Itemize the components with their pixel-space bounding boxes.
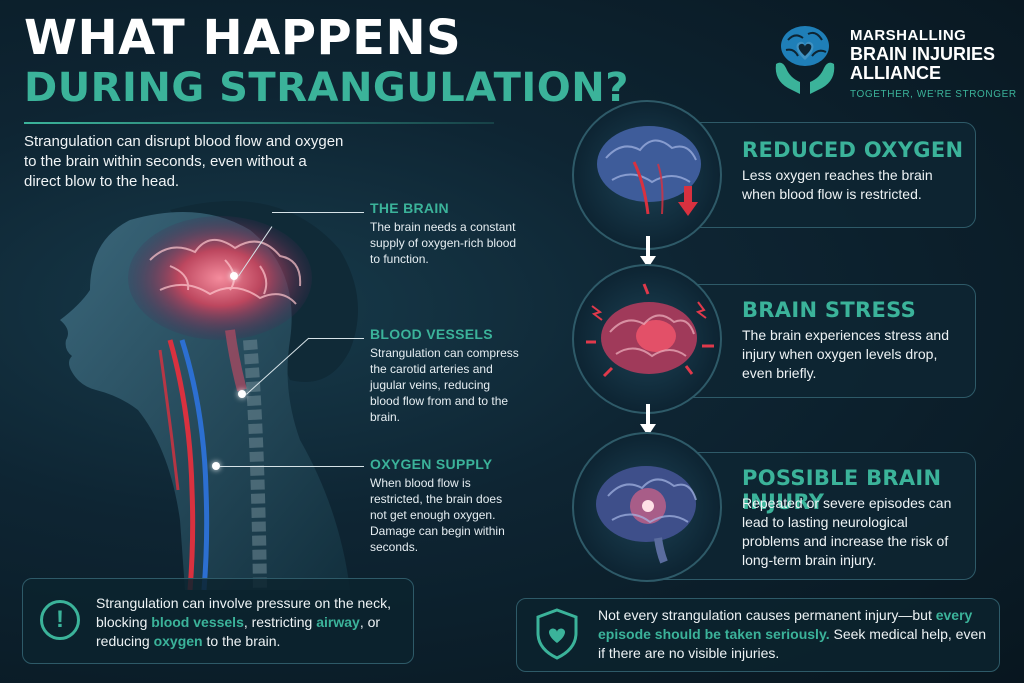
note-highlight: every episode should be taken seriously. xyxy=(598,607,973,642)
step-possible-injury-title: POSSIBLE BRAIN INJURY xyxy=(742,466,942,514)
info-text-a: Strangulation can involve pressure on th… xyxy=(96,595,391,630)
brain-injury-icon xyxy=(572,432,722,582)
info-text-d: to the brain. xyxy=(202,633,281,649)
callout-oxygen-supply: OXYGEN SUPPLY When blood flow is restric… xyxy=(370,456,520,555)
info-highlight-airway: airway xyxy=(316,614,360,630)
warning-info-box xyxy=(22,578,414,664)
head-neck-illustration xyxy=(20,190,380,591)
brain-marker xyxy=(230,272,238,280)
title-divider xyxy=(24,122,494,124)
page-title-line1: WHAT HAPPENS xyxy=(24,10,462,66)
brain-stress-icon xyxy=(572,264,722,414)
note-text-a: Not every strangulation causes permanent… xyxy=(598,607,936,623)
note-text-b: Seek medical help, even if there are no … xyxy=(598,626,987,661)
warning-info-text: Strangulation can involve pressure on th… xyxy=(96,594,406,651)
callout-oxygen-text: When blood flow is restricted, the brain… xyxy=(370,476,505,554)
step-possible-injury-text: Repeated or severe episodes can lead to … xyxy=(742,495,952,568)
oxygen-marker xyxy=(212,462,220,470)
exclamation-icon: ! xyxy=(40,600,80,640)
info-text-b: , restricting xyxy=(243,614,317,630)
intro-text: Strangulation can disrupt blood flow and… xyxy=(24,133,344,190)
info-text-c: , or reducing xyxy=(96,614,381,649)
info-highlight-vessels: blood vessels xyxy=(151,614,244,630)
logo-wordmark: MARSHALLING BRAIN INJURIES ALLIANCE TOGE… xyxy=(850,26,1017,104)
step-brain-stress-title: BRAIN STRESS xyxy=(742,298,916,322)
page-title-line2: DURING STRANGULATION? xyxy=(24,65,629,111)
brain-heart-hands-icon xyxy=(770,18,840,98)
vessels-leader-horizontal xyxy=(308,338,364,339)
callout-brain: THE BRAIN The brain needs a constant sup… xyxy=(370,200,520,267)
shield-heart-icon xyxy=(534,607,580,661)
logo-line1: MARSHALLING xyxy=(850,27,967,44)
step-brain-stress-text: The brain experiences stress and injury … xyxy=(742,327,949,381)
callout-vessels-title: BLOOD VESSELS xyxy=(370,326,493,342)
logo-tagline: TOGETHER, WE'RE STRONGER xyxy=(850,89,1017,100)
down-arrow-icon-2 xyxy=(640,404,656,436)
callout-brain-title: THE BRAIN xyxy=(370,200,449,216)
brain-leader-horizontal xyxy=(272,212,364,213)
info-highlight-oxygen: oxygen xyxy=(153,633,203,649)
logo-line3: ALLIANCE xyxy=(850,63,941,83)
callout-blood-vessels: BLOOD VESSELS Strangulation can compress… xyxy=(370,326,520,425)
step-reduced-oxygen-text: Less oxygen reaches the brain when blood… xyxy=(742,167,933,202)
seek-help-note-text: Not every strangulation causes permanent… xyxy=(598,606,993,663)
logo-line2: BRAIN INJURIES xyxy=(850,44,996,64)
down-arrow-icon xyxy=(640,236,656,268)
seek-help-note-box xyxy=(516,598,1000,672)
callout-vessels-text: Strangulation can compress the carotid a… xyxy=(370,346,519,424)
oxygen-leader xyxy=(220,466,364,467)
step-reduced-oxygen-title: REDUCED OXYGEN xyxy=(742,138,964,162)
callout-oxygen-title: OXYGEN SUPPLY xyxy=(370,456,493,472)
brain-down-arrow-icon xyxy=(572,100,722,250)
vessels-marker xyxy=(238,390,246,398)
callout-brain-text: The brain needs a constant supply of oxy… xyxy=(370,220,517,266)
